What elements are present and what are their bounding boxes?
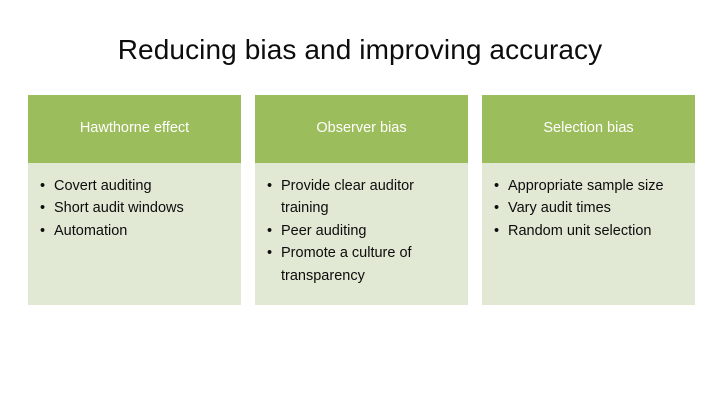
column-header-observer-bias: Observer bias xyxy=(255,95,468,163)
list-item-label: Provide clear auditor training xyxy=(281,178,414,217)
column-header-selection-bias: Selection bias xyxy=(482,95,695,163)
bullet-icon: • xyxy=(40,222,46,239)
columns-container: Hawthorne effect • Covert auditing • Sho… xyxy=(28,95,695,305)
list-item-label: Random unit selection xyxy=(508,222,652,239)
bullet-list: • Provide clear auditor training • Peer … xyxy=(263,175,460,287)
bullet-icon: • xyxy=(267,245,273,262)
list-item-label: Appropriate sample size xyxy=(508,178,664,194)
list-item: • Peer auditing xyxy=(263,220,460,242)
column-body-observer-bias: • Provide clear auditor training • Peer … xyxy=(255,163,468,305)
list-item: • Covert auditing xyxy=(36,175,233,197)
bullet-icon: • xyxy=(494,200,500,217)
list-item: • Vary audit times xyxy=(490,197,687,219)
column-header-label: Hawthorne effect xyxy=(79,120,190,137)
column-body-selection-bias: • Appropriate sample size • Vary audit t… xyxy=(482,163,695,305)
list-item-label: Promote a culture of transparency xyxy=(281,245,412,284)
column-selection-bias: Selection bias • Appropriate sample size… xyxy=(482,95,695,305)
list-item-label: Vary audit times xyxy=(508,200,611,217)
list-item: • Automation xyxy=(36,220,233,242)
column-header-label: Selection bias xyxy=(543,120,634,137)
list-item-label: Automation xyxy=(54,222,128,239)
bullet-icon: • xyxy=(494,222,500,239)
list-item-label: Peer auditing xyxy=(281,222,367,239)
column-header-label: Observer bias xyxy=(316,120,407,137)
bullet-list: • Appropriate sample size • Vary audit t… xyxy=(490,175,687,242)
list-item: • Random unit selection xyxy=(490,220,687,242)
bullet-list: • Covert auditing • Short audit windows … xyxy=(36,175,233,242)
list-item: • Provide clear auditor training xyxy=(263,175,460,220)
column-header-hawthorne-effect: Hawthorne effect xyxy=(28,95,241,163)
bullet-icon: • xyxy=(40,200,46,217)
list-item-label: Short audit windows xyxy=(54,200,184,217)
page-title: Reducing bias and improving accuracy xyxy=(117,34,603,65)
list-item: • Appropriate sample size xyxy=(490,175,687,197)
list-item: • Short audit windows xyxy=(36,197,233,219)
column-body-hawthorne-effect: • Covert auditing • Short audit windows … xyxy=(28,163,241,305)
bullet-icon: • xyxy=(267,222,273,239)
bullet-icon: • xyxy=(40,178,46,194)
column-observer-bias: Observer bias • Provide clear auditor tr… xyxy=(255,95,468,305)
column-hawthorne-effect: Hawthorne effect • Covert auditing • Sho… xyxy=(28,95,241,305)
list-item: • Promote a culture of transparency xyxy=(263,242,460,287)
list-item-label: Covert auditing xyxy=(54,178,152,194)
bullet-icon: • xyxy=(267,178,273,194)
bullet-icon: • xyxy=(494,178,500,194)
